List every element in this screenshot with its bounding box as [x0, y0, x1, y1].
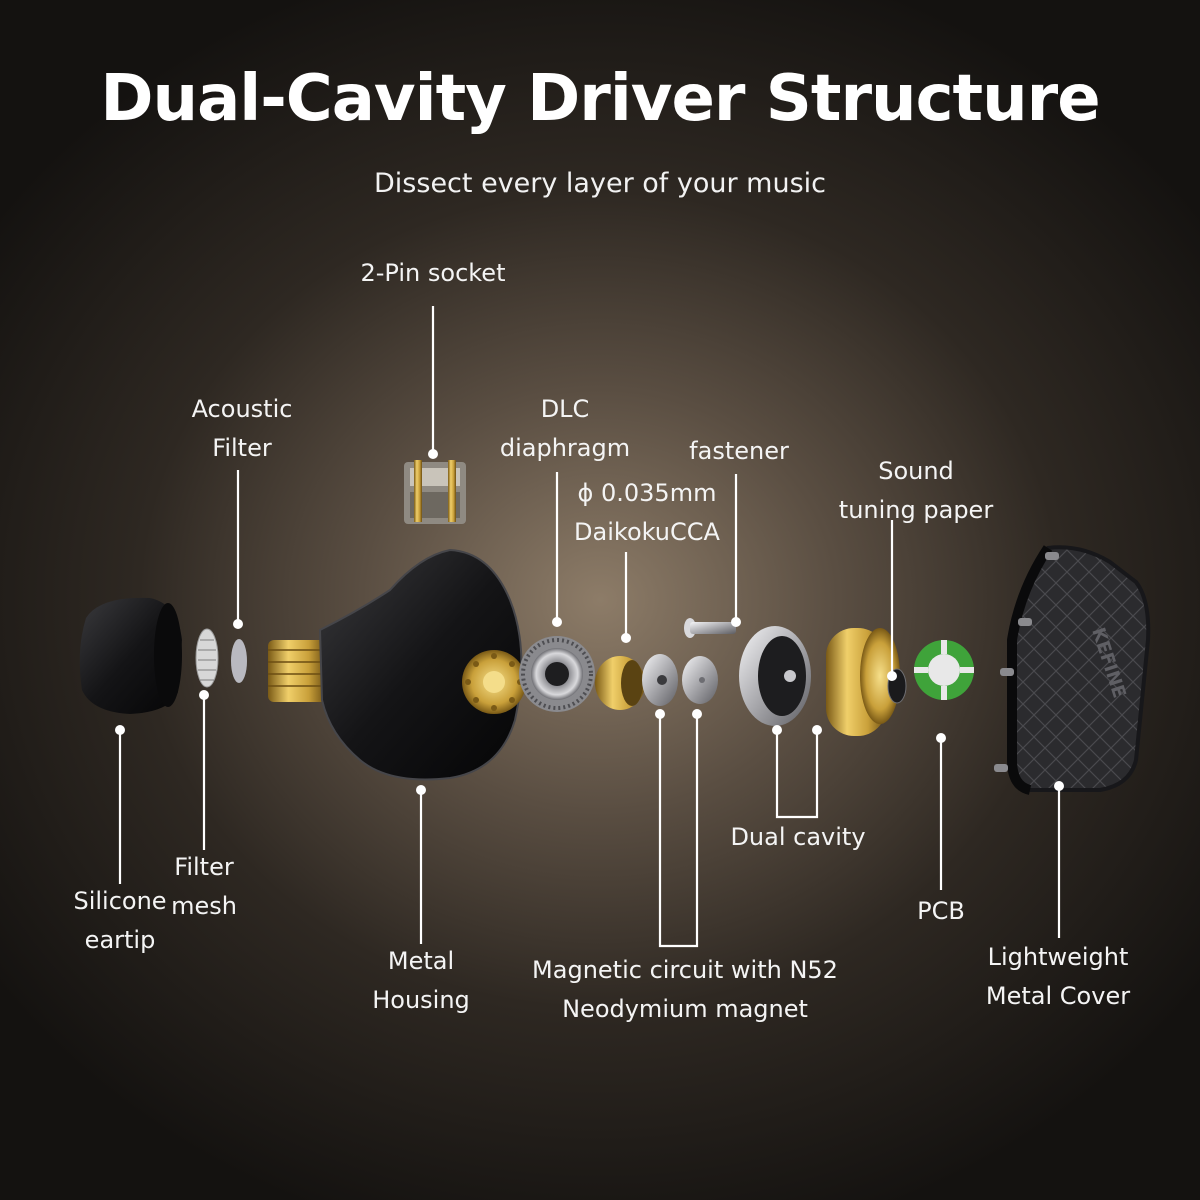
- metal-housing-part: [268, 548, 526, 781]
- filter-mesh-part: [195, 628, 219, 688]
- label-magnetic-circuit: Magnetic circuit with N52 Neodymium magn…: [532, 956, 838, 1023]
- label-dual-cavity: Dual cavity: [730, 823, 866, 851]
- metal-cover-part: KEFINE: [994, 545, 1151, 795]
- label-pcb: PCB: [917, 897, 965, 925]
- label-coil-wire: ϕ 0.035mm DaikokuCCA: [574, 479, 720, 546]
- pcb-part: [914, 640, 974, 700]
- magnetic-circuit-part: [642, 654, 718, 706]
- label-pin-socket: 2-Pin socket: [360, 259, 506, 287]
- label-silicone-eartip: Silicone eartip: [73, 887, 167, 954]
- label-dlc-diaphragm: DLC diaphragm: [499, 395, 631, 462]
- label-metal-housing: Metal Housing: [372, 947, 470, 1014]
- page-subtitle: Dissect every layer of your music: [374, 168, 826, 199]
- label-filter-mesh: Filter mesh: [171, 853, 237, 920]
- dual-cavity-part: [739, 626, 900, 736]
- acoustic-filter-part: [231, 639, 247, 683]
- voice-coil-ring-part: [595, 656, 645, 710]
- silicone-eartip-part: [79, 597, 182, 714]
- pin-socket-part: [404, 460, 466, 524]
- label-metal-cover: Lightweight Metal Cover: [985, 943, 1131, 1010]
- label-fastener: fastener: [689, 437, 789, 465]
- page-title: Dual-Cavity Driver Structure: [100, 62, 1100, 136]
- label-tuning-paper: Sound tuning paper: [838, 457, 994, 524]
- dlc-diaphragm-part: [519, 636, 595, 712]
- fastener-part: [684, 618, 736, 638]
- label-acoustic-filter: Acoustic Filter: [191, 395, 293, 462]
- leader-lines: [115, 306, 1064, 948]
